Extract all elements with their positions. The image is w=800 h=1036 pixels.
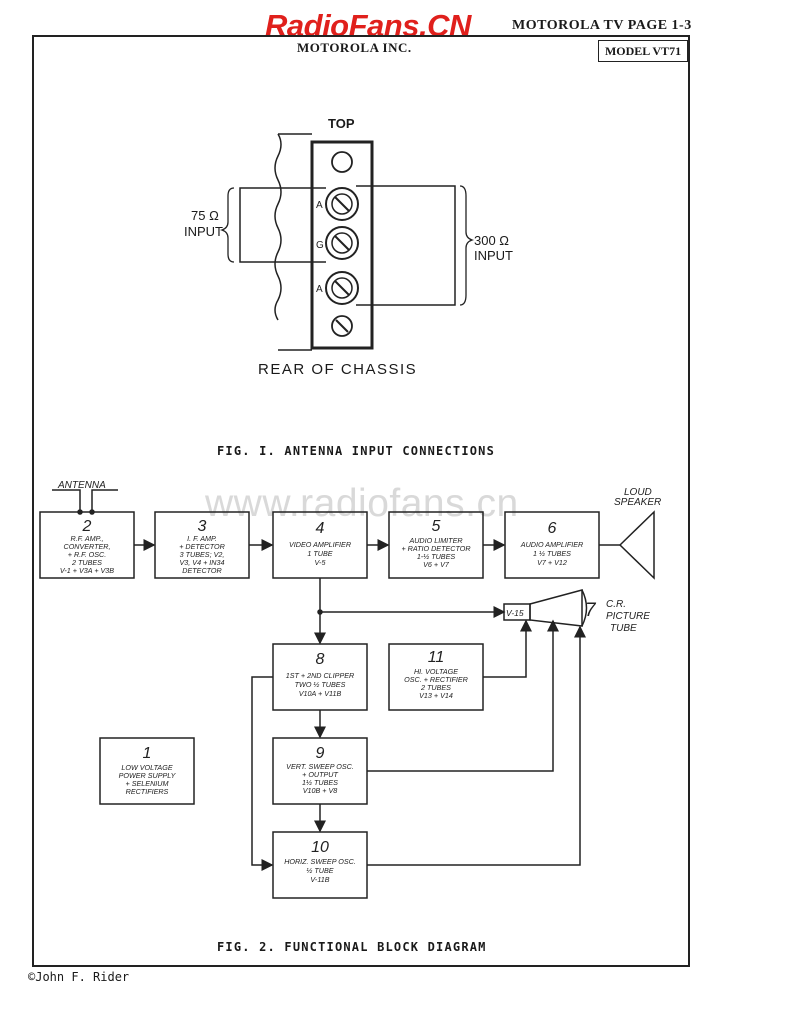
block-3-line: 3 TUBES; V2, xyxy=(180,550,225,559)
block-3-line: DETECTOR xyxy=(182,566,221,575)
block-1-line: RECTIFIERS xyxy=(126,787,169,796)
block-3-line: I. F. AMP. xyxy=(187,534,217,543)
fig1-terminal-g: G xyxy=(316,240,324,251)
tube-number: 7 xyxy=(585,600,597,621)
model-label: MODEL VT71 xyxy=(598,40,688,62)
block-11-line: HI. VOLTAGE xyxy=(414,667,458,676)
fig1-left-value: 75 Ω xyxy=(191,208,219,223)
speaker-label-1: LOUD xyxy=(624,487,652,498)
block-1-line: + SELENIUM xyxy=(126,779,169,788)
block-4-line: VIDEO AMPLIFIER xyxy=(289,540,351,549)
tube-label-1: C.R. xyxy=(606,599,626,610)
block-6-line: 1 ½ TUBES xyxy=(533,549,571,558)
v15-label: V-15 xyxy=(506,608,524,618)
block-10-line: HORIZ. SWEEP OSC. xyxy=(284,857,356,866)
block-2-line: R.F. AMP., xyxy=(70,534,103,543)
block-2-line: + R.F. OSC. xyxy=(68,550,106,559)
copyright: ©John F. Rider xyxy=(28,970,130,984)
fig1-bottom-label: REAR OF CHASSIS xyxy=(258,361,418,378)
block-11-line: OSC. + RECTIFIER xyxy=(404,675,468,684)
block-3-line: V3, V4 + IN34 xyxy=(180,558,225,567)
block-10-line: ½ TUBE xyxy=(306,866,333,875)
block-8-line: TWO ½ TUBES xyxy=(295,680,346,689)
watermark: www.radiofans.cn xyxy=(205,482,519,525)
fig1-top-label: TOP xyxy=(328,116,355,131)
block-11-line: V13 + V14 xyxy=(419,691,453,700)
block-4-line: V-5 xyxy=(315,558,327,567)
fig1-caption: FIG. I. ANTENNA INPUT CONNECTIONS xyxy=(217,444,496,458)
tube-label-3: TUBE xyxy=(610,623,637,634)
block-9-number: 9 xyxy=(316,745,325,762)
block-3-number: 3 xyxy=(198,518,207,535)
block-8-number: 8 xyxy=(316,651,325,668)
tube-label-2: PICTURE xyxy=(606,611,650,622)
block-10-line: V-11B xyxy=(310,875,329,884)
block-1-line: LOW VOLTAGE xyxy=(121,763,172,772)
company-name: MOTOROLA INC. xyxy=(297,40,412,55)
fig1-right-value: 300 Ω xyxy=(474,233,510,248)
block-10-number: 10 xyxy=(311,839,329,856)
block-2-line: V-1 + V3A + V3B xyxy=(60,566,114,575)
speaker-label-2: SPEAKER xyxy=(614,497,661,508)
block-5-line: 1-½ TUBES xyxy=(417,552,456,561)
block-4-number: 4 xyxy=(316,520,325,537)
antenna-label: ANTENNA xyxy=(57,480,106,491)
fig1-terminal-a2: A xyxy=(316,284,323,295)
block-8-line: 1ST + 2ND CLIPPER xyxy=(286,671,355,680)
block-4-line: 1 TUBE xyxy=(307,549,332,558)
block-2-line: CONVERTER, xyxy=(64,542,111,551)
block-11-number: 11 xyxy=(428,649,445,666)
block-1-frame xyxy=(99,737,195,805)
fig2-caption: FIG. 2. FUNCTIONAL BLOCK DIAGRAM xyxy=(217,940,487,954)
block-3-line: + DETECTOR xyxy=(179,542,225,551)
block-6-line: AUDIO AMPLIFIER xyxy=(520,540,583,549)
block-2-line: 2 TUBES xyxy=(71,558,102,567)
page-frame xyxy=(32,35,690,967)
block-9-line: VERT. SWEEP OSC. xyxy=(286,762,354,771)
block-5-line: V6 + V7 xyxy=(423,560,450,569)
page-header: MOTOROLA TV PAGE 1-3 xyxy=(512,18,692,33)
block-9-line: V10B + V8 xyxy=(303,786,338,795)
block-11-line: 2 TUBES xyxy=(420,683,451,692)
block-2-number: 2 xyxy=(82,518,92,535)
site-logo: RadioFans.CN xyxy=(265,8,471,43)
block-1-line: POWER SUPPLY xyxy=(119,771,177,780)
block-5-line: AUDIO LIMITER xyxy=(408,536,462,545)
block-9-line: 1½ TUBES xyxy=(302,778,338,787)
block-6-number: 6 xyxy=(548,520,557,537)
block-6-line: V7 + V12 xyxy=(537,558,567,567)
fig1-terminal-a1: A xyxy=(316,200,323,211)
fig1-left-label: INPUT xyxy=(184,224,223,239)
fig1-right-label: INPUT xyxy=(474,248,513,263)
block-9-line: + OUTPUT xyxy=(302,770,338,779)
block-5-number: 5 xyxy=(432,518,441,535)
block-5-line: + RATIO DETECTOR xyxy=(401,544,470,553)
block-8-line: V10A + V11B xyxy=(299,689,342,698)
block-1-number: 1 xyxy=(143,745,152,762)
